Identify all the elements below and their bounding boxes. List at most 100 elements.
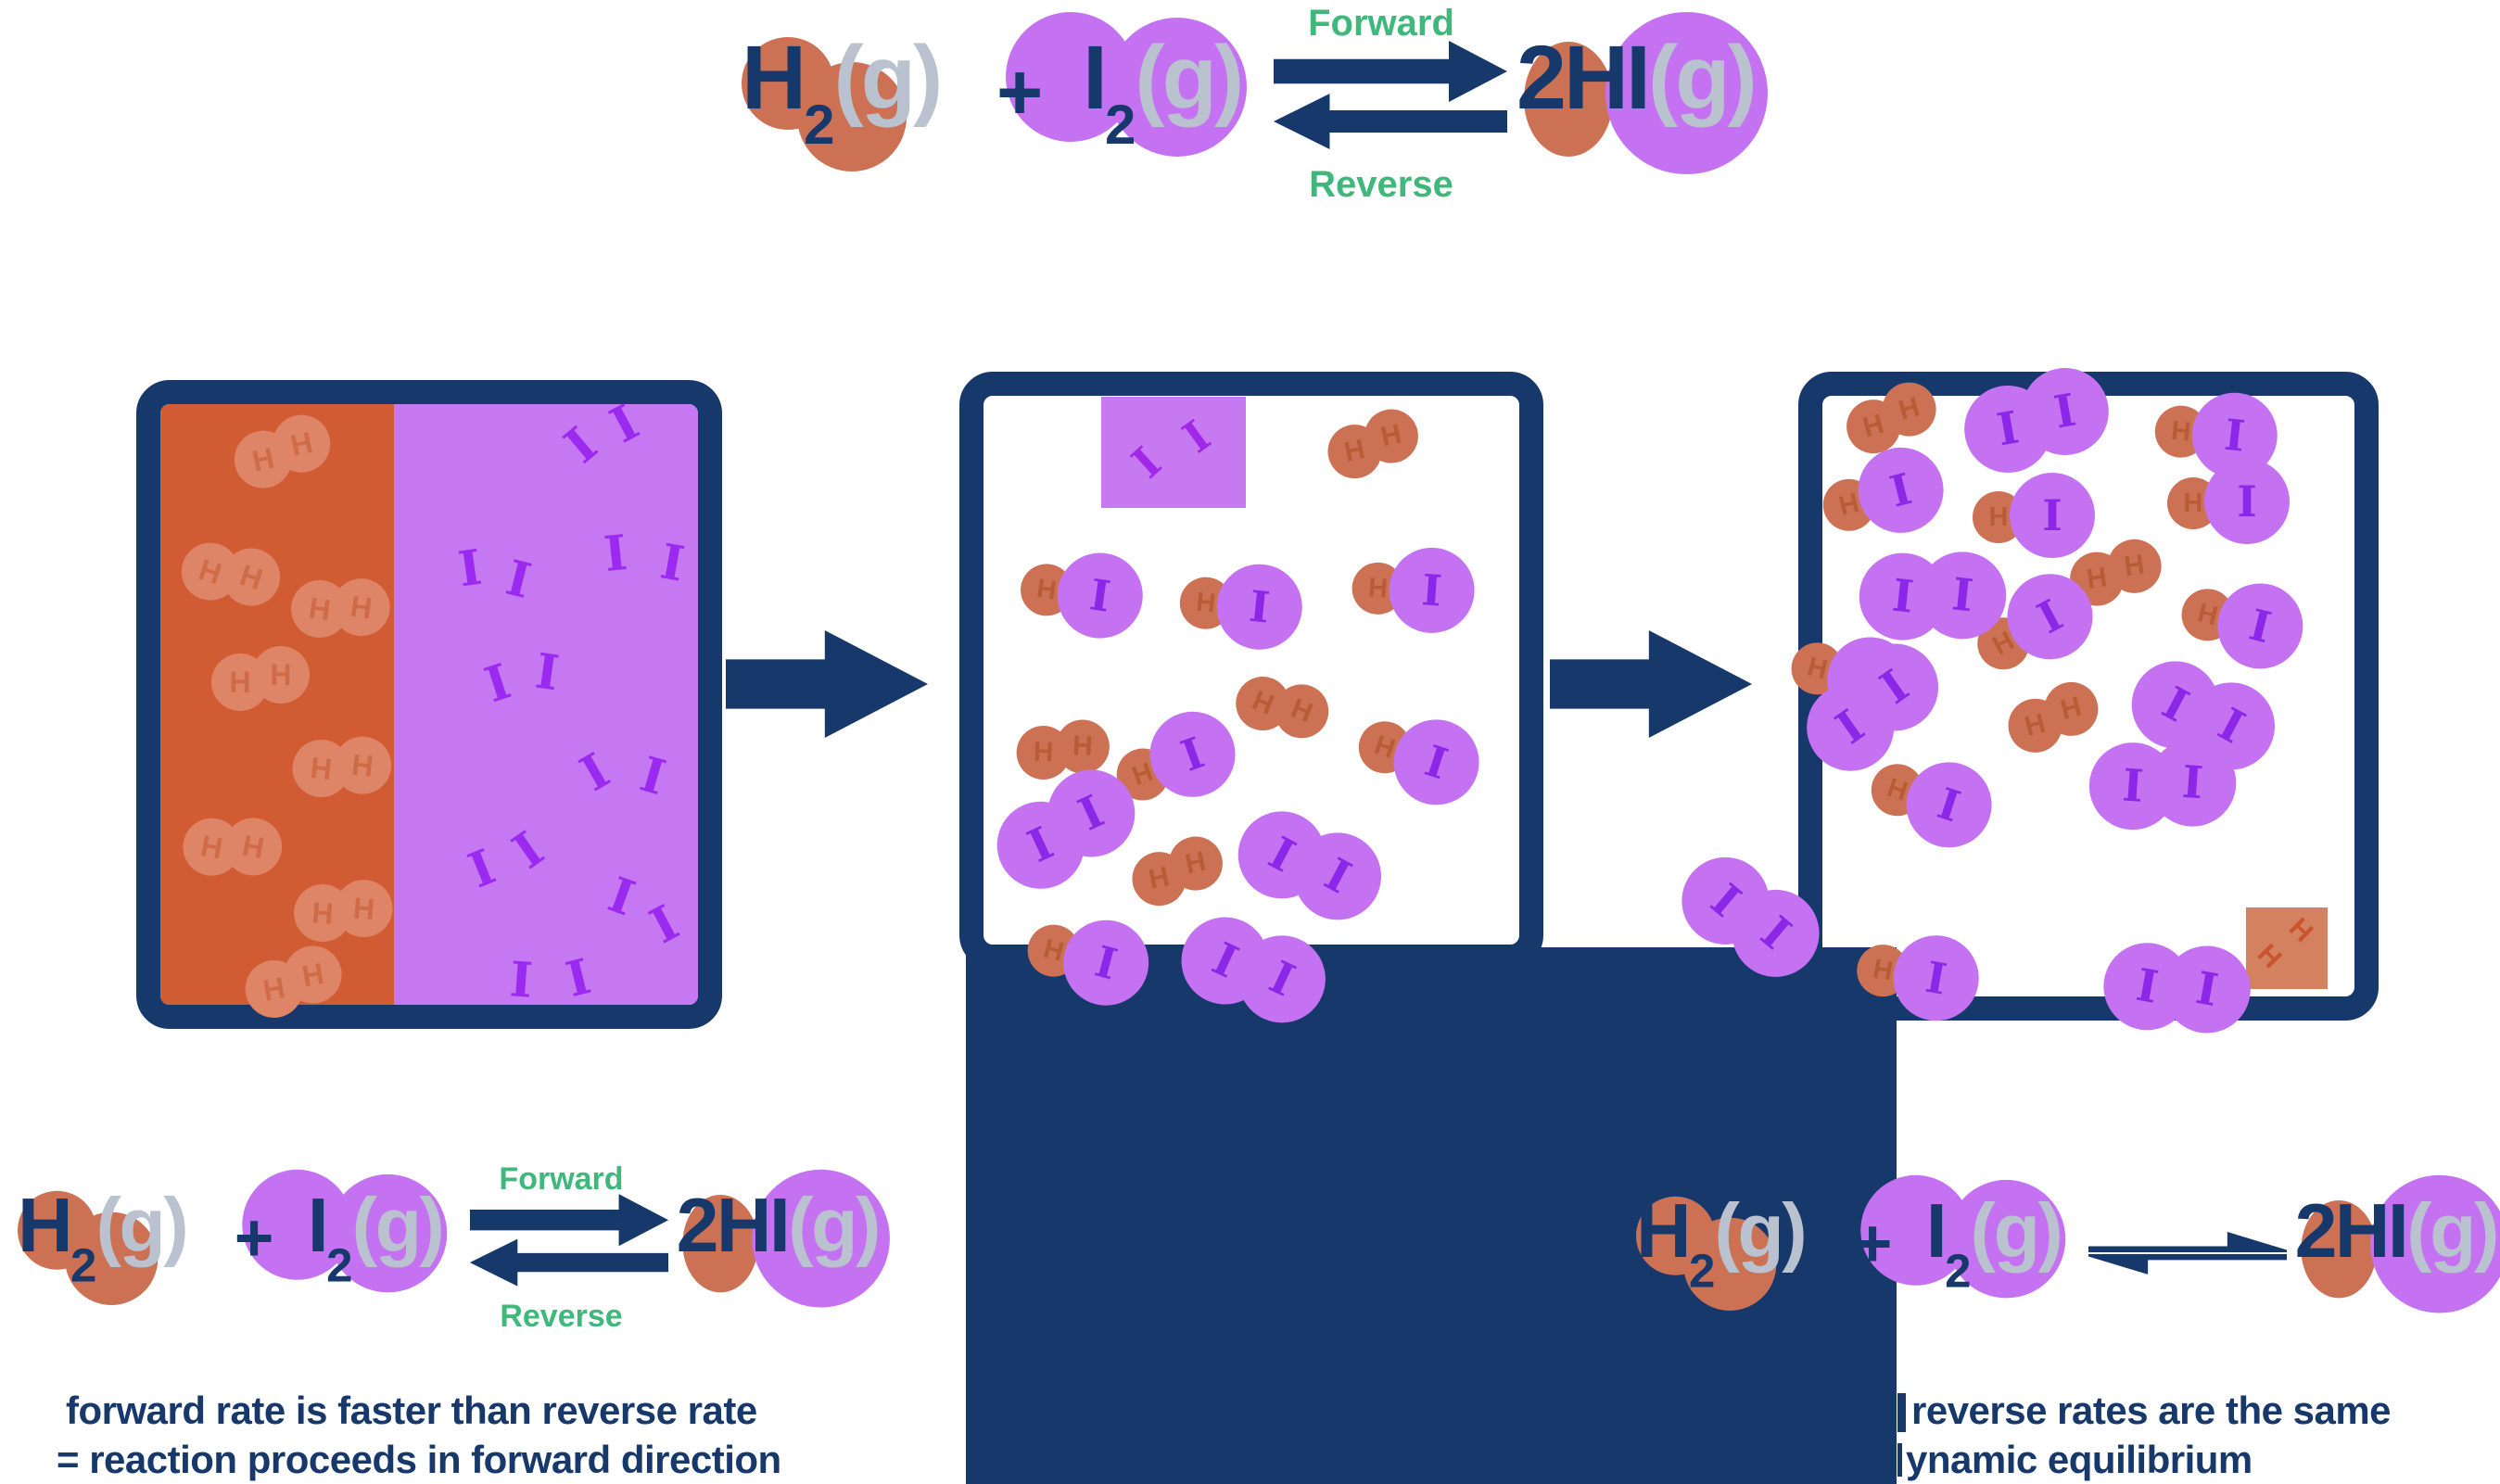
atom-label: I (2029, 590, 2071, 644)
progress-arrow-1 (726, 630, 928, 738)
atom-label: I (2244, 599, 2277, 653)
atom-label: H (2169, 415, 2192, 448)
forward-label: Forward (499, 1161, 624, 1197)
formula-text: 2 (804, 94, 834, 156)
reactant-i2: I2(g) (1926, 1193, 2063, 1295)
reactant-i2: I2(g) (308, 1187, 445, 1289)
atom-label: I (2132, 958, 2163, 1014)
reverse-equilibrium-arrow (2088, 1254, 2287, 1275)
plus-sign: + (996, 48, 1044, 137)
product-2hi: 2HI(g) (1516, 32, 1758, 122)
atom-label: I (1885, 463, 1917, 517)
atom-label: I (2180, 755, 2205, 810)
formula-text: (g) (95, 1182, 189, 1269)
atom-label: H (307, 590, 334, 627)
clipped-letter-fragment (1897, 1393, 1906, 1432)
atom-label: H (1033, 736, 1055, 768)
atom-label: H (270, 657, 292, 691)
equation-bottom-right: H2(g)+I2(g)2HI(g) (1620, 1169, 2500, 1358)
formula-text: 2HI (1516, 27, 1651, 128)
formula-text: 2HI (676, 1182, 791, 1269)
atom-label: H (311, 894, 335, 931)
i2-molecule-blob (1947, 1179, 2066, 1299)
square-iodine-letter: I (1174, 410, 1220, 463)
atom-label: H (195, 552, 226, 590)
atom-label: I (2222, 409, 2248, 462)
reactant-h2: H2(g) (1636, 1193, 1808, 1295)
reactant-h2: H2(g) (18, 1187, 189, 1289)
formula-text: H (18, 1182, 73, 1269)
atom-label: H (287, 425, 316, 463)
atom-label: H (1367, 572, 1390, 604)
reverse-label: Reverse (500, 1299, 623, 1334)
atom-label: I (1247, 580, 1273, 633)
h2-molecule-blob (1683, 1217, 1777, 1311)
h2-molecule-blob (797, 62, 907, 171)
atom-label: H (348, 589, 374, 626)
atom-label: I (1261, 951, 1302, 1008)
atom-label: H (2183, 488, 2203, 518)
plus-sign: + (1852, 1205, 1893, 1282)
atom-label: I (1889, 569, 1916, 624)
atom-label: I (1750, 907, 1801, 960)
atom-label: I (1993, 401, 2024, 457)
h2-molecule-blob (65, 1211, 159, 1305)
formula-text: (g) (788, 1182, 881, 1269)
hi-molecule-blob (682, 1195, 758, 1293)
atom-label: H (309, 750, 334, 786)
atom-label: H (298, 956, 327, 993)
formula-text: 2 (1945, 1244, 1971, 1298)
formula-text: 2 (326, 1238, 352, 1292)
atom-label: H (239, 828, 267, 865)
formula-text: I (307, 1182, 329, 1269)
atom-label: H (1988, 501, 2009, 532)
atom-label: H (2057, 691, 2085, 727)
atom-label: H (1895, 391, 1923, 426)
caption-left-line2: = reaction proceeds in forward direction (57, 1438, 781, 1481)
atom-iodine: I (2010, 473, 2095, 558)
formula-text: (g) (1970, 1187, 2063, 1275)
atom-label: H (1182, 845, 1209, 881)
clipped-letter-fragment (1897, 1443, 1902, 1477)
formula-text: 2 (1104, 94, 1136, 156)
caption-left-line1: forward rate is faster than reverse rate (66, 1389, 757, 1432)
formula-text: (g) (1714, 1187, 1808, 1275)
atom-label: H (1072, 730, 1094, 762)
reverse-arrow (1274, 94, 1507, 149)
atom-label: H (235, 557, 267, 596)
product-2hi: 2HI(g) (677, 1187, 882, 1263)
formula-text: (g) (1135, 27, 1244, 128)
atom-label: I (2237, 476, 2257, 526)
atom-label: I (1089, 935, 1123, 990)
atom-label: H (351, 890, 376, 926)
hi-molecule-blob (1524, 42, 1613, 157)
atom-hydrogen: H (252, 646, 310, 704)
formula-text: H (1636, 1187, 1692, 1275)
atom-label: I (2049, 384, 2080, 439)
atom-label: H (229, 665, 251, 699)
atom-label: H (2122, 549, 2147, 583)
hi-molecule-blob (1605, 12, 1768, 174)
hi-molecule-blob (2370, 1174, 2500, 1313)
atom-label: H (197, 828, 225, 865)
forward-arrow (1274, 41, 1507, 102)
formula-text: I (1083, 27, 1108, 128)
iodine-gas-region (394, 404, 698, 1005)
atom-label: I (1086, 569, 1114, 622)
reverse-arrow (469, 1238, 669, 1287)
hi-molecule-blob (2301, 1200, 2377, 1299)
atom-label: H (1034, 573, 1059, 606)
atom-label: I (1419, 564, 1444, 616)
atom-label: H (349, 747, 375, 783)
reactant-h2: H2(g) (742, 32, 943, 153)
formula-text: (g) (351, 1182, 445, 1269)
formula-text: 2 (70, 1238, 96, 1292)
atom-label: I (2120, 759, 2146, 813)
formula-text: 2 (1689, 1244, 1715, 1298)
atom-label: I (1418, 735, 1454, 790)
plus-sign: + (234, 1199, 274, 1276)
